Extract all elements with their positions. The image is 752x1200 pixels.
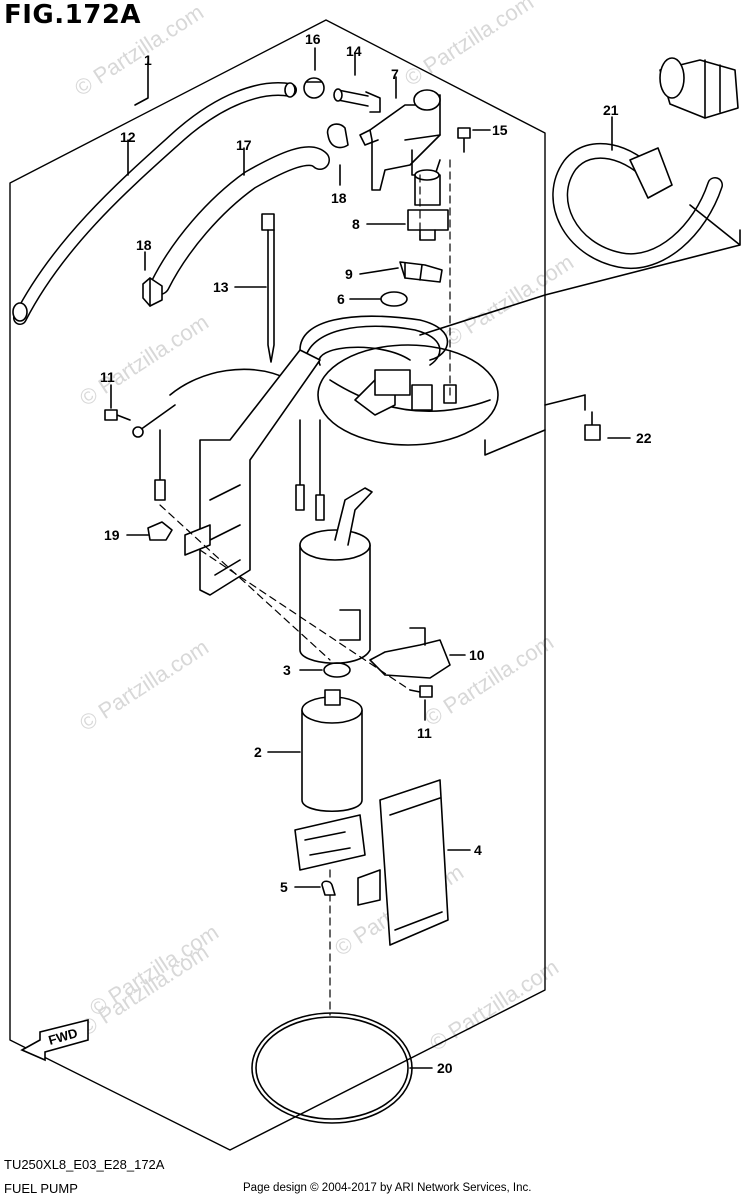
callout-9: 9 bbox=[345, 266, 353, 282]
o-ring-3 bbox=[323, 662, 351, 678]
callout-14: 14 bbox=[346, 43, 362, 59]
clip-19 bbox=[147, 521, 173, 541]
callout-6: 6 bbox=[337, 291, 345, 307]
clip-5 bbox=[321, 880, 336, 896]
fig-title: FIG.172A bbox=[4, 0, 142, 30]
screw-11-right bbox=[409, 685, 433, 698]
pump-housing bbox=[299, 544, 371, 664]
section-name: FUEL PUMP bbox=[4, 1181, 78, 1196]
copyright-notice: Page design © 2004-2017 by ARI Network S… bbox=[243, 1182, 532, 1194]
wire-harness bbox=[299, 315, 449, 361]
elbow-14 bbox=[337, 89, 381, 113]
gasket-6 bbox=[380, 291, 408, 307]
bolt-22 bbox=[584, 411, 601, 441]
callout-1: 1 bbox=[144, 52, 152, 68]
filter-4 bbox=[379, 779, 449, 946]
callout-19: 19 bbox=[104, 527, 120, 543]
callout-16: 16 bbox=[305, 31, 321, 47]
callout-18-left: 18 bbox=[136, 237, 152, 253]
callout-7: 7 bbox=[391, 66, 399, 82]
callout-12: 12 bbox=[120, 129, 136, 145]
seal-ring-20 bbox=[251, 1012, 413, 1124]
callout-11-left: 11 bbox=[100, 369, 115, 385]
callout-11-right: 11 bbox=[417, 725, 432, 741]
cable-tie-13 bbox=[261, 213, 275, 231]
hose-17 bbox=[150, 146, 330, 295]
screw-11-left bbox=[104, 409, 131, 421]
callout-17: 17 bbox=[236, 137, 252, 153]
bracket-arm bbox=[199, 349, 321, 596]
screw-15 bbox=[457, 127, 471, 153]
model-code: TU250XL8_E03_E28_172A bbox=[4, 1157, 165, 1172]
callout-21: 21 bbox=[603, 102, 619, 118]
callout-3: 3 bbox=[283, 662, 291, 678]
callout-13: 13 bbox=[213, 279, 229, 295]
clip-18-top bbox=[326, 123, 349, 149]
callout-8: 8 bbox=[352, 216, 360, 232]
callout-2: 2 bbox=[254, 744, 262, 760]
callout-5: 5 bbox=[280, 879, 288, 895]
fwd-arrow-icon: FWD bbox=[20, 1018, 89, 1062]
callout-20: 20 bbox=[437, 1060, 453, 1076]
callout-22: 22 bbox=[636, 430, 652, 446]
band-10 bbox=[369, 639, 451, 679]
assembly-frame bbox=[9, 19, 546, 1151]
callout-18-top: 18 bbox=[331, 190, 347, 206]
pump-holder bbox=[294, 814, 366, 871]
callout-4: 4 bbox=[474, 842, 482, 858]
callout-10: 10 bbox=[469, 647, 485, 663]
callout-15: 15 bbox=[492, 122, 508, 138]
fuel-pump-2 bbox=[301, 709, 363, 813]
o-ring-16 bbox=[303, 77, 325, 99]
